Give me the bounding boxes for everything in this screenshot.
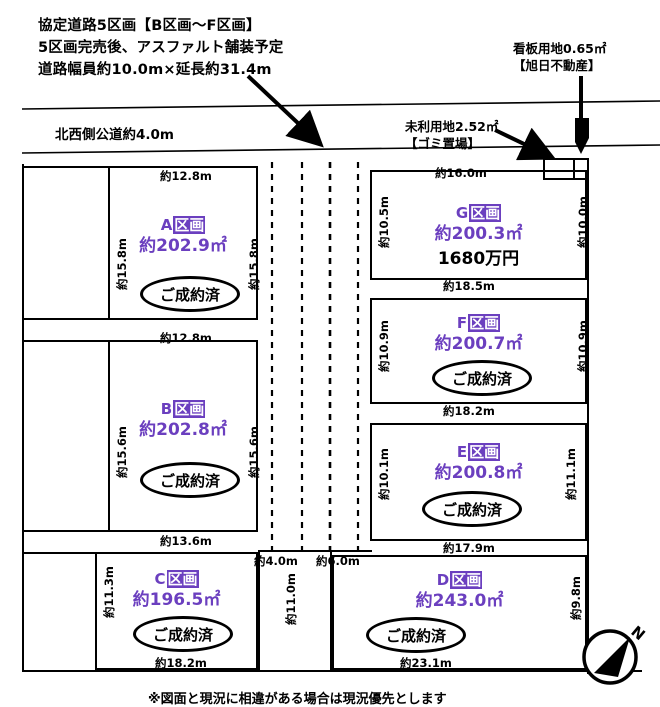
private-road-width-right: 約6.0m xyxy=(316,554,360,568)
garbage-box-top xyxy=(543,158,587,160)
plot-A-area: 約202.9㎡ xyxy=(139,236,227,256)
signboard-note-line2: 【旭日不動産】 xyxy=(513,58,601,73)
plot-B-dim-top: 約12.8m xyxy=(160,331,212,345)
plot-G-dim-bottom: 約18.5m xyxy=(443,279,495,293)
plot-A-bottom-extension xyxy=(22,318,110,320)
signboard-box-left xyxy=(573,158,575,180)
plot-A-dim-top: 約12.8m xyxy=(160,169,212,183)
plot-D-area: 約243.0㎡ xyxy=(415,591,504,611)
plot-C-top-extension xyxy=(22,552,97,554)
plot-E-area: 約200.8㎡ xyxy=(434,463,523,483)
compass-rose: N xyxy=(582,622,649,685)
plot-C-status-badge: ご成約済 xyxy=(133,616,233,652)
plot-F-status-badge: ご成約済 xyxy=(432,360,532,396)
plot-E-dim-right: 約11.1m xyxy=(564,448,578,500)
header-note-line1: 協定道路5区画【B区画～F区画】 xyxy=(38,18,261,34)
plot-G-area: 約200.3㎡ xyxy=(434,224,523,244)
private-road-left-edge xyxy=(258,552,260,670)
garbage-box-left xyxy=(543,158,545,180)
site-bottom-boundary xyxy=(22,670,642,672)
plot-F-dim-bottom: 約18.2m xyxy=(443,404,495,418)
plot-B-top-extension xyxy=(22,340,110,342)
plot-G-dim-top: 約16.0m xyxy=(435,166,487,180)
private-road-width-left: 約4.0m xyxy=(254,554,298,568)
plot-B-area: 約202.8㎡ xyxy=(139,420,227,440)
private-road-dashed-lines xyxy=(270,162,360,550)
signboard-note-line1: 看板用地0.65㎡ xyxy=(513,41,607,56)
plot-B-status-badge: ご成約済 xyxy=(140,462,240,498)
plot-A-status-badge: ご成約済 xyxy=(140,276,240,312)
signboard-pointer-arrow xyxy=(575,76,589,154)
plot-C-area: 約196.5㎡ xyxy=(132,590,221,610)
plot-A-dim-left: 約15.8m xyxy=(115,238,129,290)
plot-D-dim-bottom: 約23.1m xyxy=(400,656,452,670)
plot-A-top-extension xyxy=(22,166,110,168)
footer-disclaimer: ※図面と現況に相違がある場合は現況優先とします xyxy=(148,692,447,707)
plot-G-price: 1680万円 xyxy=(437,249,520,269)
plot-B-dim-left: 約15.6m xyxy=(115,426,129,478)
plot-E-dim-left: 約10.1m xyxy=(377,448,391,500)
plot-B-bottom-extension xyxy=(22,530,110,532)
northwest-public-road xyxy=(21,100,660,154)
header-pointer-arrow xyxy=(246,74,324,148)
plot-B-dim-bottom: 約13.6m xyxy=(160,534,212,548)
private-road-bottom-edge xyxy=(258,550,372,552)
plot-G-dim-left: 約10.5m xyxy=(377,196,391,248)
unused-land-note-line1: 未利用地2.52㎡ xyxy=(405,119,499,134)
plot-C-dim-left: 約11.3m xyxy=(102,566,116,618)
plot-F-dim-right: 約10.9m xyxy=(576,320,590,372)
header-note-line2: 5区画完売後、アスファルト舗装予定 xyxy=(38,40,284,56)
plot-C-dim-bottom: 約18.2m xyxy=(155,656,207,670)
plot-D-dim-right: 約9.8m xyxy=(569,576,583,620)
plot-F-area: 約200.7㎡ xyxy=(434,334,523,354)
plot-E-status-badge: ご成約済 xyxy=(422,491,522,527)
plot-E-dim-bottom: 約17.9m xyxy=(443,541,495,555)
unused-land-pointer-arrow xyxy=(494,128,557,161)
northwest-road-label: 北西側公道約4.0m xyxy=(55,127,174,143)
plot-F-dim-left: 約10.9m xyxy=(377,320,391,372)
site-left-boundary xyxy=(22,164,24,672)
private-road-length: 約11.0m xyxy=(284,573,298,625)
header-note-line3: 道路幅員約10.0m×延長約31.4m xyxy=(38,62,272,78)
private-road-right-edge xyxy=(330,552,332,670)
site-right-boundary xyxy=(587,168,589,674)
plot-D-status-badge: ご成約済 xyxy=(366,617,466,653)
garbage-box-bottom xyxy=(543,178,589,180)
